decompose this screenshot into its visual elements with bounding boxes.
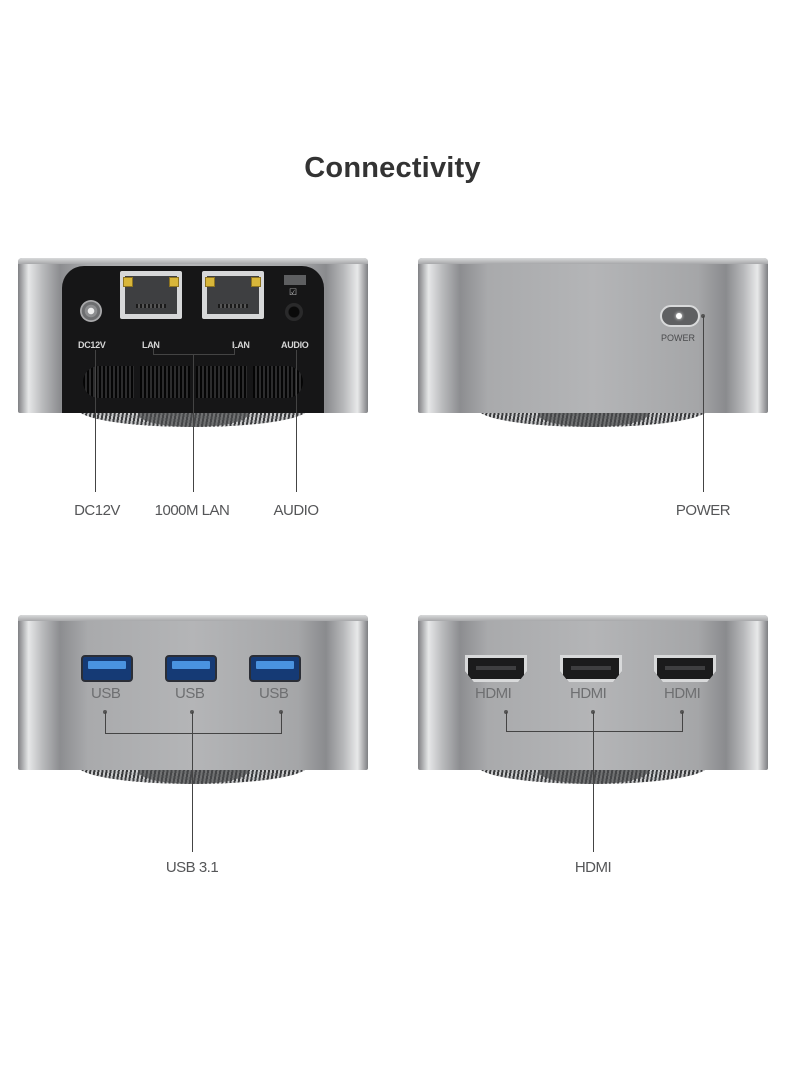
lan-leader-line [193, 354, 194, 492]
power-callout: POWER [675, 502, 731, 519]
dc-port-label: DC12V [78, 340, 106, 350]
lan-port-2-icon [202, 271, 264, 319]
page-title: Connectivity [304, 152, 481, 184]
usb31-callout: USB 3.1 [165, 859, 219, 876]
dc12v-callout: DC12V [74, 502, 120, 519]
hdmi3-leader-tick [682, 712, 683, 732]
lan2-leader-tick [234, 344, 235, 354]
usb-port-1-icon [81, 655, 133, 682]
bottom-grille [478, 409, 708, 427]
audio-jack-icon [285, 303, 303, 321]
hdmi-port-2-label: HDMI [570, 685, 607, 702]
power-button[interactable] [660, 305, 700, 327]
usb-bracket-line [105, 733, 282, 734]
audio-callout: AUDIO [273, 502, 319, 519]
hdmi-bracket-line [506, 731, 683, 732]
dc-power-jack-icon [80, 300, 102, 322]
usb-port-3-icon [249, 655, 301, 682]
usb-port-2-label: USB [175, 685, 205, 702]
power-leader-line [703, 316, 704, 492]
lan-bracket-line [153, 354, 235, 355]
bottom-grille [78, 766, 308, 784]
hdmi1-leader-tick [506, 712, 507, 732]
usb-port-1-label: USB [91, 685, 121, 702]
hdmi-port-2-icon [560, 655, 622, 682]
lan2-port-label: LAN [232, 340, 250, 350]
dc-leader-line [95, 350, 96, 492]
usb-side-panel: USB USB USB [18, 615, 368, 790]
hdmi-port-3-label: HDMI [664, 685, 701, 702]
lan-port-1-icon [120, 271, 182, 319]
usb-port-2-icon [165, 655, 217, 682]
audio-leader-line [296, 350, 297, 492]
lan1-port-label: LAN [142, 340, 160, 350]
power-port-label: POWER [661, 333, 696, 343]
usb-leader-line [192, 712, 193, 852]
hdmi-port-1-icon [465, 655, 527, 682]
hdmi-leader-line [593, 712, 594, 852]
lock-icon: ☑ [289, 287, 298, 297]
kensington-lock-slot [284, 275, 306, 285]
hdmi-port-1-label: HDMI [475, 685, 512, 702]
hdmi-callout: HDMI [574, 859, 612, 876]
lan1-leader-tick [153, 344, 154, 354]
audio-port-label: AUDIO [281, 340, 309, 350]
rear-vents [83, 366, 303, 398]
usb3-leader-tick [281, 712, 282, 734]
hdmi-port-3-icon [654, 655, 716, 682]
mini-pc-usb-side: USB USB USB [18, 615, 368, 770]
front-panel: POWER [418, 258, 768, 433]
usb1-leader-tick [105, 712, 106, 734]
lan-callout: 1000M LAN [154, 502, 230, 519]
mini-pc-front: POWER [418, 258, 768, 413]
usb-port-3-label: USB [259, 685, 289, 702]
